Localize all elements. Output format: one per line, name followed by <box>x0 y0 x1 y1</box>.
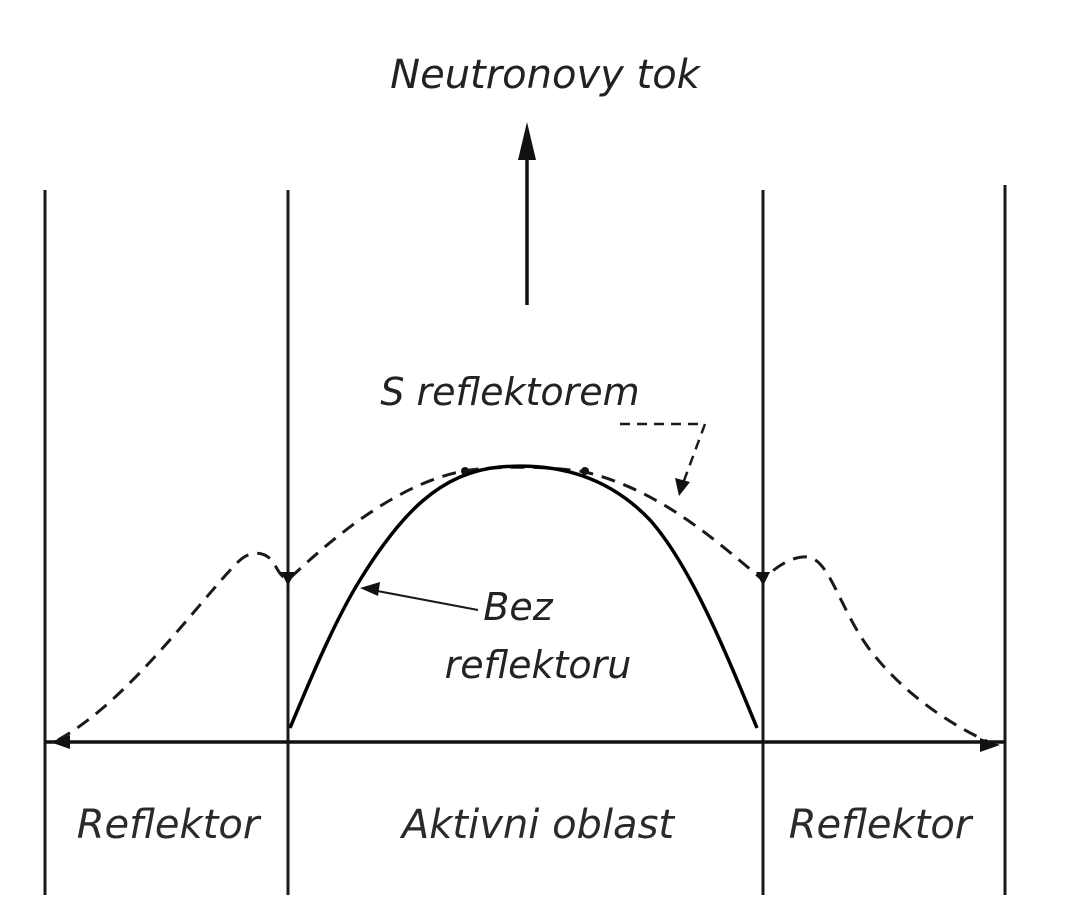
without-reflector-label-line1: Bez <box>483 585 553 629</box>
pointer-without-reflector-head <box>360 582 380 596</box>
axis-end-arrow-right <box>980 738 1000 752</box>
flux-axis-arrow-head <box>518 122 536 160</box>
axis-end-arrow-left <box>50 735 70 749</box>
curve-marker-right <box>581 467 589 475</box>
curve-marker-left <box>461 467 469 475</box>
with-reflector-label: S reflektorem <box>380 370 639 414</box>
region-label-left: Reflektor <box>77 802 262 848</box>
flux-axis-label: Neutronovy tok <box>390 52 702 98</box>
pointer-with-reflector <box>620 422 707 487</box>
boundary-marker-right <box>756 572 770 586</box>
curve-without-reflector <box>288 464 759 729</box>
region-label-center: Aktivni oblast <box>399 802 676 848</box>
pointer-without-reflector <box>371 589 479 611</box>
curve-with-reflector <box>57 465 996 747</box>
boundary-marker-left <box>281 572 295 586</box>
pointer-with-reflector-head <box>675 478 690 496</box>
without-reflector-label-line2: reflektoru <box>445 643 632 687</box>
region-label-right: Reflektor <box>789 802 974 848</box>
